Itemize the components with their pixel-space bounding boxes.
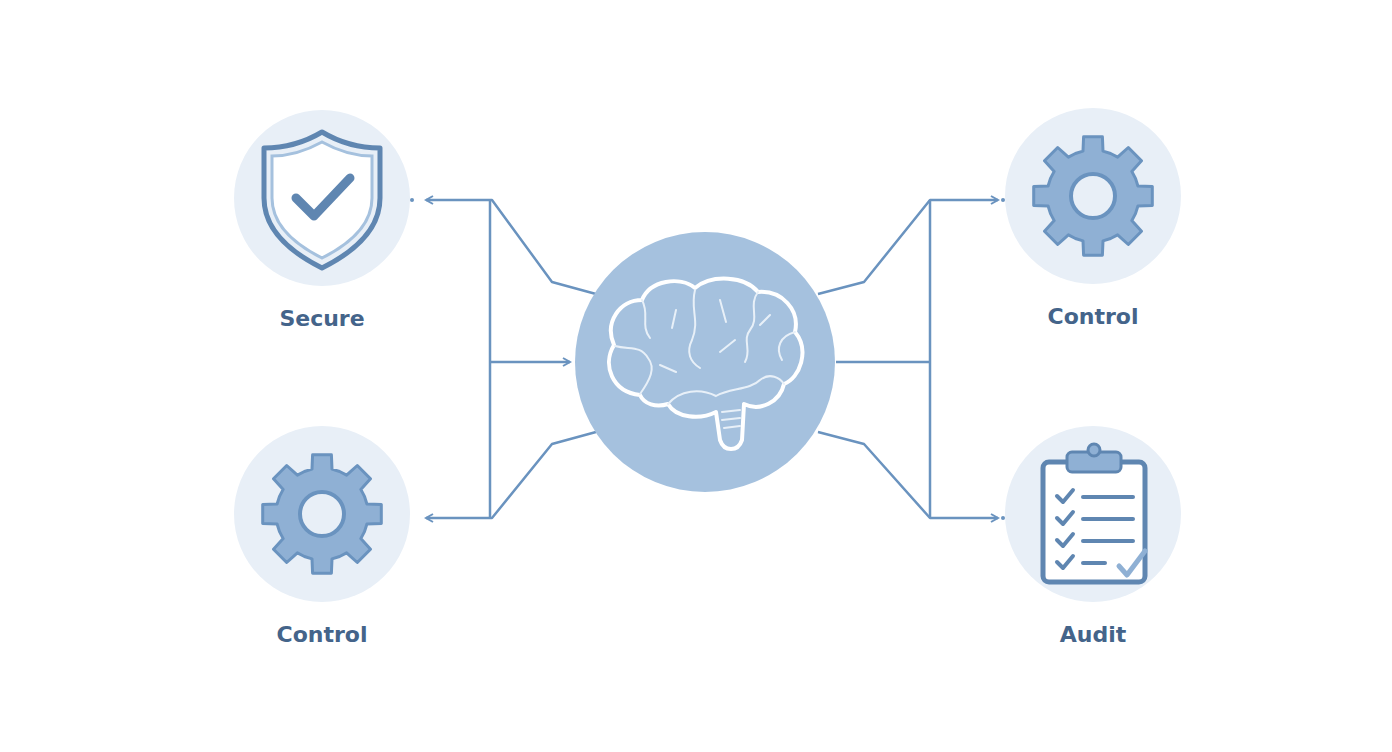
gear-icon <box>234 426 410 602</box>
icon-disc <box>1005 426 1181 602</box>
icon-node: Secure <box>202 110 442 331</box>
node-label: Secure <box>275 306 368 331</box>
icon-node: Control <box>202 426 442 647</box>
icon-disc <box>1005 108 1181 284</box>
node-label: Control <box>1044 304 1143 329</box>
clip-icon <box>1005 426 1181 602</box>
icon-disc <box>234 110 410 286</box>
brain-illustration <box>575 232 835 492</box>
gear-icon <box>1005 108 1181 284</box>
branch-lines <box>426 200 998 518</box>
icon-node: Control <box>973 108 1213 329</box>
icon-node: Audit <box>973 426 1213 647</box>
shield-icon <box>234 110 410 286</box>
node-label: Audit <box>1056 622 1131 647</box>
node-label: Control <box>273 622 372 647</box>
icon-disc <box>234 426 410 602</box>
